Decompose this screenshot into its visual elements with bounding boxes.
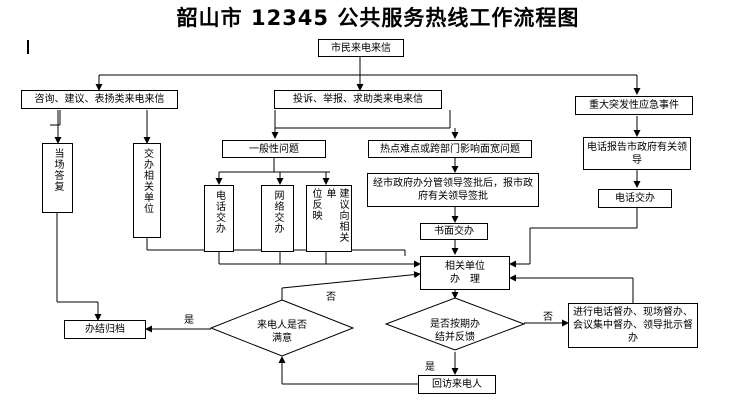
close-archive-node: 办结归档 [64, 320, 146, 339]
text-cursor [27, 40, 29, 54]
answer-node: 当场答复 [42, 143, 73, 213]
unit-feedback-col1: 位反映 [310, 188, 321, 221]
unit-feedback-col2: 建议向相关单 [324, 188, 348, 243]
timely-line2: 结并反馈 [435, 332, 475, 343]
satisfied-line2: 满意 [272, 333, 292, 344]
supervise-node: 进行电话督办、现场督办、会议集中督办、领导批示督办 [568, 303, 698, 348]
label-no-top: 否 [326, 292, 336, 303]
written-assign-node: 书面交办 [420, 223, 488, 240]
complaint-node: 投诉、举报、求助类来电来信 [274, 90, 442, 109]
satisfied-line1: 来电人是否 [257, 320, 307, 331]
satisfied-text: 来电人是否 满意 [245, 319, 319, 345]
report-gov-node: 电话报告市政府有关领导 [583, 137, 691, 170]
callback-node: 回访来电人 [418, 375, 496, 394]
consult-node: 咨询、建议、表扬类来电来信 [21, 90, 178, 109]
hot-node: 热点难点或跨部门影响面宽问题 [368, 140, 532, 158]
label-no-right: 否 [543, 312, 553, 323]
timely-text: 是否按期办 结并反馈 [418, 318, 492, 344]
answer-label: 当场答复 [52, 148, 63, 192]
unit-feedback-node: 建议向相关单 位反映 [306, 185, 352, 252]
satisfied-diamond [209, 299, 355, 357]
handle-line2: 办 理 [450, 274, 480, 285]
emergency-node: 重大突发性应急事件 [575, 96, 693, 115]
approval-node: 经市政府办分管领导签批后，报市政府有关领导签批 [367, 173, 539, 207]
net-assign-node: 网络交办 [261, 185, 294, 252]
handle-node: 相关单位 办 理 [420, 256, 510, 290]
handle-line1: 相关单位 [445, 261, 485, 272]
start-node: 市民来电来信 [318, 39, 404, 57]
label-yes-left: 是 [184, 315, 194, 326]
net-assign-label: 网络交办 [272, 190, 283, 234]
timely-diamond [384, 297, 526, 351]
assign-unit-label: 交办相关单位 [141, 148, 153, 214]
phone-assign-node: 电话交办 [204, 185, 234, 252]
assign-unit-node: 交办相关单位 [133, 143, 161, 238]
label-yes-bottom: 是 [425, 362, 435, 373]
phone-assign-label: 电话交办 [213, 190, 225, 234]
phone-assign2-node: 电话交办 [598, 189, 672, 208]
page-title: 韶山市 12345 公共服务热线工作流程图 [176, 6, 580, 30]
timely-line1: 是否按期办 [430, 319, 480, 330]
general-node: 一般性问题 [222, 140, 326, 158]
